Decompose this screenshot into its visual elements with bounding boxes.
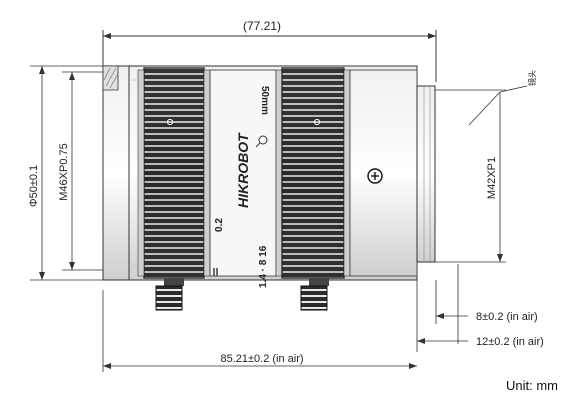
magnifier-icon	[255, 135, 268, 148]
lens-front-lip	[102, 65, 130, 281]
flange-8-label: 8±0.2 (in air)	[476, 311, 538, 323]
overall-length-label: 85.21±0.2 (in air)	[220, 353, 303, 365]
marking-zone: HIKROBOT 50mm 0.2 1.4 · 8 16	[209, 69, 277, 288]
aperture-scale-marking: 1.4 · 8 16	[258, 245, 269, 288]
focal-length-marking: 50mm	[259, 86, 270, 115]
dot-icon	[313, 118, 321, 126]
top-dimension: (77.21)	[102, 19, 437, 82]
mount-thread	[416, 85, 436, 263]
lock-knob-left	[155, 278, 184, 311]
diameter-label: Φ50±0.1	[28, 165, 40, 207]
overall-length-dimension: 85.21±0.2 (in air)	[102, 290, 417, 372]
dot-icon	[166, 118, 174, 126]
focus-ring	[137, 67, 211, 279]
flange-12-label: 12±0.2 (in air)	[476, 336, 544, 348]
mount-thread-dimension: M42XP1 镜头	[435, 70, 537, 263]
unit-label: Unit: mm	[506, 378, 558, 393]
rear-section	[349, 69, 418, 277]
screw-head-icon	[367, 168, 383, 184]
brand-logo: HIKROBOT	[235, 132, 251, 208]
flange-dimensions: 8±0.2 (in air) 12±0.2 (in air)	[416, 264, 544, 352]
mount-thread-label: M42XP1	[486, 157, 498, 199]
lock-knob-right	[300, 278, 329, 311]
cap-note-label: 镜头	[527, 70, 537, 86]
aperture-ring	[275, 67, 351, 279]
distance-marking: 0.2	[214, 218, 225, 232]
top-overall-dimension-label: (77.21)	[243, 19, 281, 33]
front-thread-label: M46XP0.75	[58, 143, 70, 200]
diameter-dimension: Φ50±0.1 M46XP0.75	[28, 65, 103, 281]
